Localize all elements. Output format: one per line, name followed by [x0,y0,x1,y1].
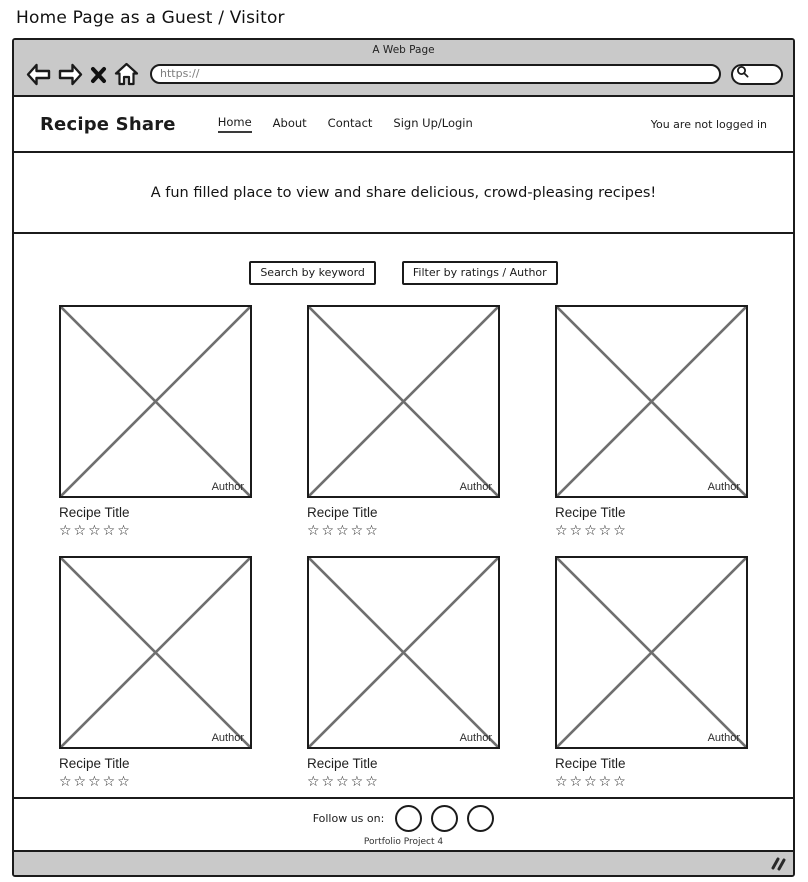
window-status-bar [14,850,793,875]
image-placeholder-x-icon [309,307,498,496]
search-magnifier-icon [736,65,751,84]
follow-us-label: Follow us on: [312,812,385,825]
author-label: Author [211,481,244,493]
author-label: Author [211,732,244,744]
tagline-text: A fun filled place to view and share del… [150,184,657,201]
browser-toolbar: https:// [26,62,783,86]
recipe-grid-row-1: Author Recipe Title ☆☆☆☆☆ Author Recipe … [14,305,793,539]
recipe-title: Recipe Title [59,505,130,520]
image-placeholder-x-icon [61,307,250,496]
browser-search-box[interactable] [731,63,783,85]
filter-by-ratings-author-button[interactable]: Filter by ratings / Author [401,261,558,285]
recipe-card[interactable]: Author Recipe Title ☆☆☆☆☆ [59,556,252,790]
close-x-icon[interactable] [90,65,107,84]
star-rating[interactable]: ☆☆☆☆☆ [59,523,132,539]
follow-row: Follow us on: [14,805,793,832]
author-label: Author [707,732,740,744]
site-footer: Follow us on: Portfolio Project 4 [14,797,793,850]
browser-window-title: A Web Page [372,44,435,56]
nav-link-about[interactable]: About [272,116,307,130]
star-rating[interactable]: ☆☆☆☆☆ [555,774,628,790]
project-label: Portfolio Project 4 [363,837,444,847]
recipe-card[interactable]: Author Recipe Title ☆☆☆☆☆ [307,556,500,790]
recipe-card[interactable]: Author Recipe Title ☆☆☆☆☆ [59,305,252,539]
back-arrow-icon[interactable] [26,63,51,86]
recipe-image-placeholder[interactable]: Author [59,556,252,749]
star-rating[interactable]: ☆☆☆☆☆ [307,523,380,539]
image-placeholder-x-icon [557,307,746,496]
recipe-image-placeholder[interactable]: Author [307,305,500,498]
author-label: Author [459,732,492,744]
site-logo[interactable]: Recipe Share [40,113,176,135]
star-rating[interactable]: ☆☆☆☆☆ [555,523,628,539]
recipe-title: Recipe Title [307,756,378,771]
recipe-title: Recipe Title [307,505,378,520]
filter-row: Search by keyword Filter by ratings / Au… [14,261,793,285]
author-label: Author [707,481,740,493]
recipe-title: Recipe Title [555,756,626,771]
recipe-image-placeholder[interactable]: Author [555,305,748,498]
recipe-image-placeholder[interactable]: Author [59,305,252,498]
nav-link-signup-login[interactable]: Sign Up/Login [393,116,473,130]
star-rating[interactable]: ☆☆☆☆☆ [307,774,380,790]
social-circle-icon[interactable] [431,805,459,832]
recipe-image-placeholder[interactable]: Author [307,556,500,749]
recipe-title: Recipe Title [59,756,130,771]
recipe-card[interactable]: Author Recipe Title ☆☆☆☆☆ [555,556,748,790]
forward-arrow-icon[interactable] [58,63,83,86]
home-icon[interactable] [114,62,139,86]
url-input[interactable]: https:// [150,64,721,84]
image-placeholder-x-icon [557,558,746,747]
page-title: Home Page as a Guest / Visitor [16,8,285,28]
nav-link-home[interactable]: Home [217,115,252,133]
tagline-band: A fun filled place to view and share del… [14,153,793,234]
recipe-image-placeholder[interactable]: Author [555,556,748,749]
main-content: Search by keyword Filter by ratings / Au… [14,234,793,797]
image-placeholder-x-icon [61,558,250,747]
social-circle-icon[interactable] [467,805,495,832]
author-label: Author [459,481,492,493]
recipe-grid-row-2: Author Recipe Title ☆☆☆☆☆ Author Recipe … [14,556,793,790]
search-by-keyword-button[interactable]: Search by keyword [249,261,376,285]
browser-window: A Web Page https: [12,38,795,877]
recipe-title: Recipe Title [555,505,626,520]
social-circle-icon[interactable] [395,805,423,832]
site-navbar: Recipe Share Home About Contact Sign Up/… [14,97,793,153]
nav-links: Home About Contact Sign Up/Login [217,115,473,133]
image-placeholder-x-icon [309,558,498,747]
nav-link-contact[interactable]: Contact [327,116,373,130]
resize-handle-icon[interactable] [770,856,787,875]
browser-chrome: A Web Page https: [14,40,793,97]
login-status-text: You are not logged in [650,117,767,131]
recipe-card[interactable]: Author Recipe Title ☆☆☆☆☆ [307,305,500,539]
star-rating[interactable]: ☆☆☆☆☆ [59,774,132,790]
recipe-card[interactable]: Author Recipe Title ☆☆☆☆☆ [555,305,748,539]
